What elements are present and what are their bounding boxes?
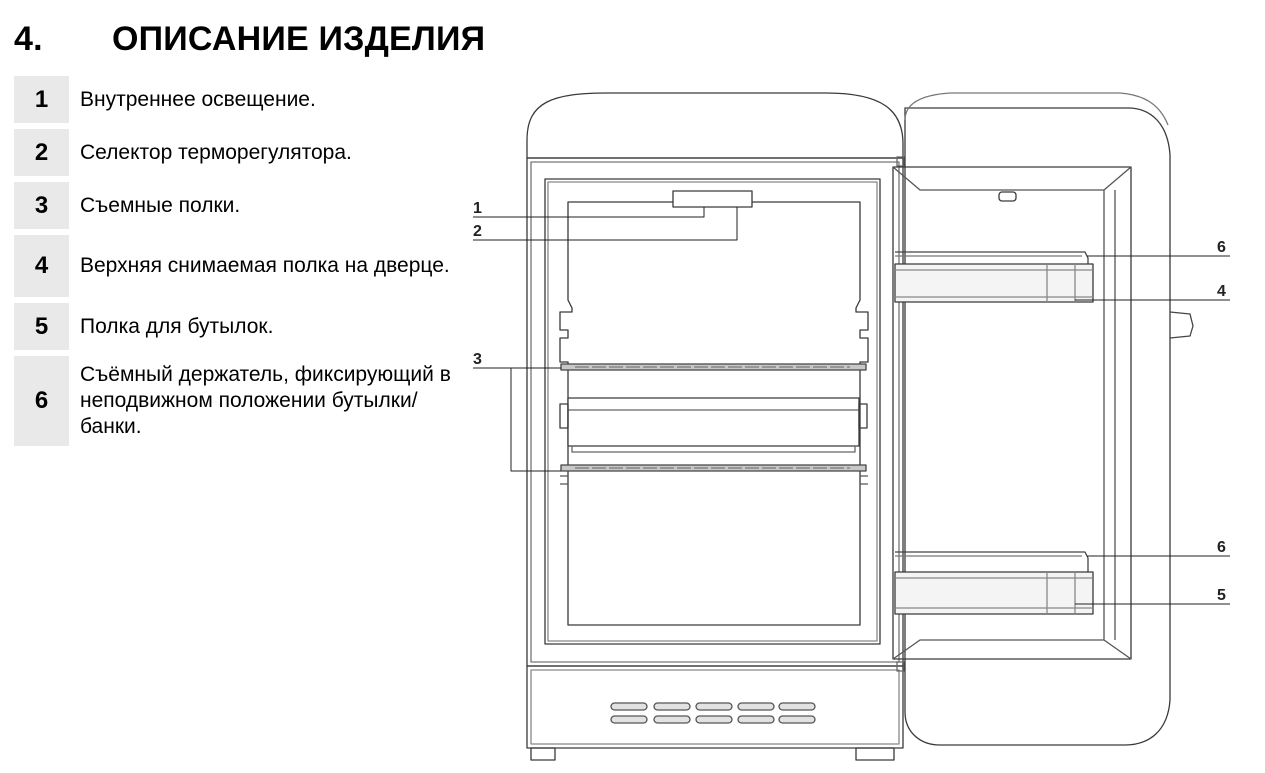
leader-lines bbox=[473, 207, 1230, 605]
section-title: ОПИСАНИЕ ИЗДЕЛИЯ bbox=[112, 20, 486, 58]
removable-shelf-lower bbox=[560, 464, 868, 485]
crisper-drawer bbox=[559, 397, 868, 453]
legend-text: Внутреннее освещение. bbox=[80, 87, 316, 111]
removable-shelf-upper bbox=[560, 363, 867, 371]
door-bottle-shelf bbox=[894, 551, 1094, 615]
legend-item-5: 5 Полка для бутылок. bbox=[14, 303, 464, 350]
legend-number: 1 bbox=[14, 76, 69, 123]
legend-number: 3 bbox=[14, 182, 69, 229]
callout-5: 5 bbox=[1217, 587, 1226, 604]
legend-item-6: 6 Съёмный держатель, фиксирующий в непод… bbox=[14, 356, 464, 446]
cabinet-drawing bbox=[526, 92, 905, 761]
callout-1: 1 bbox=[473, 200, 482, 217]
door-drawing bbox=[892, 92, 1194, 746]
legend-item-3: 3 Съемные полки. bbox=[14, 182, 464, 229]
callout-6-upper: 6 bbox=[1217, 239, 1226, 256]
callout-6-lower: 6 bbox=[1217, 539, 1226, 556]
legend-text: Полка для бутылок. bbox=[80, 314, 274, 338]
callout-3: 3 bbox=[473, 351, 482, 368]
liner-outline bbox=[559, 201, 869, 626]
legend-number: 6 bbox=[14, 356, 69, 446]
legend-text: Верхняя снимаемая полка на дверце. bbox=[80, 254, 450, 277]
callout-2: 2 bbox=[473, 223, 482, 240]
interior-light bbox=[672, 190, 753, 208]
vent-grille bbox=[610, 702, 816, 724]
legend-text: Съёмный держатель, фиксирующий в неподви… bbox=[80, 363, 451, 438]
legend-number: 5 bbox=[14, 303, 69, 350]
legend-item-4: 4 Верхняя снимаемая полка на дверце. bbox=[14, 235, 464, 297]
legend-text: Селектор терморегулятора. bbox=[80, 140, 352, 164]
legend-item-2: 2 Селектор терморегулятора. bbox=[14, 129, 464, 176]
door-shelf-upper bbox=[894, 251, 1094, 303]
legend-item-1: 1 Внутреннее освещение. bbox=[14, 76, 464, 123]
legend-text: Съемные полки. bbox=[80, 193, 241, 217]
section-number: 4. bbox=[14, 20, 43, 58]
legend-number: 2 bbox=[14, 129, 69, 176]
legend-number: 4 bbox=[14, 235, 69, 297]
callout-4: 4 bbox=[1217, 283, 1226, 300]
